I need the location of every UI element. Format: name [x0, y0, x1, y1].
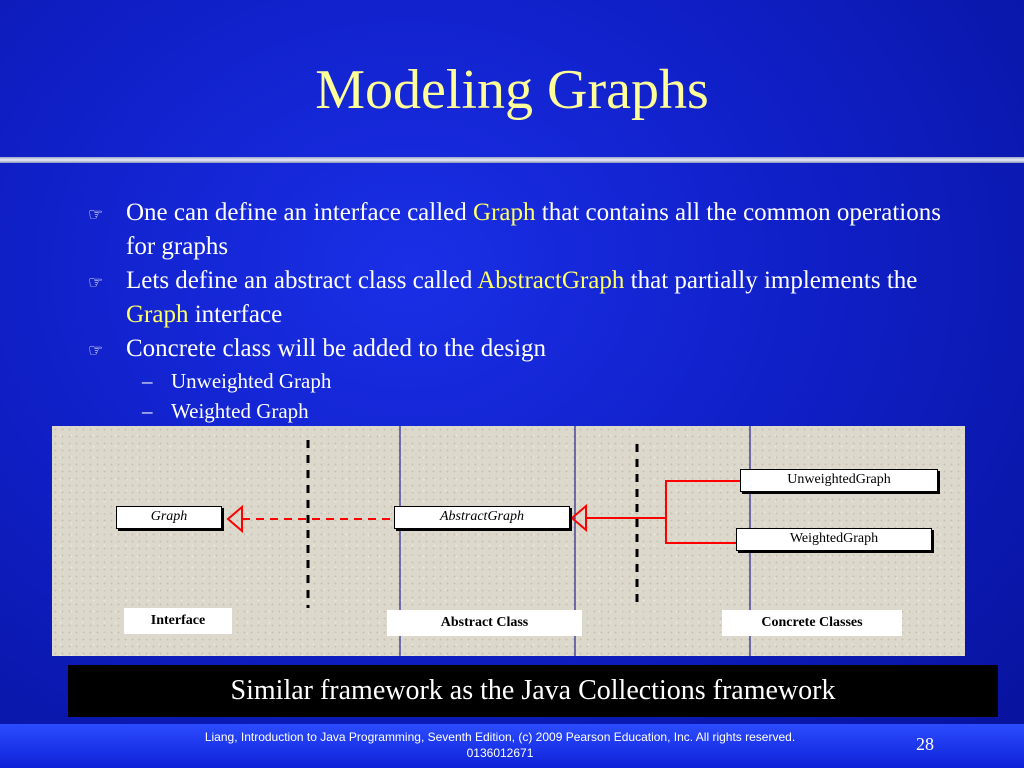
extends-line-weighted — [665, 518, 736, 544]
diagram-connectors — [226, 426, 751, 656]
sub-bullet-item: – Weighted Graph — [142, 399, 309, 423]
abstractgraph-box: AbstractGraph — [394, 506, 570, 529]
pointing-hand-icon: ☞ — [88, 341, 104, 360]
weightedgraph-box: WeightedGraph — [736, 528, 932, 551]
bullet-item: ☞ Lets define an abstract class called A… — [88, 267, 918, 328]
label-concrete-classes: Concrete Classes — [722, 610, 902, 636]
bullet-list: ☞ One can define an interface called Gra… — [86, 196, 966, 426]
highlight-graph: Graph — [473, 199, 536, 226]
title-divider — [0, 157, 1024, 163]
extends-line-unweighted — [665, 480, 740, 518]
class-diagram: Graph AbstractGraph UnweightedGraph Weig… — [52, 426, 965, 656]
pointing-hand-icon: ☞ — [88, 273, 104, 292]
footer-copyright: Liang, Introduction to Java Programming,… — [204, 730, 796, 760]
implements-arrowhead — [226, 504, 243, 534]
summary-banner: Similar framework as the Java Collection… — [68, 665, 998, 717]
unweightedgraph-box: UnweightedGraph — [740, 469, 938, 492]
footer-bar — [0, 724, 1024, 768]
sub-bullet-item: – Unweighted Graph — [142, 369, 332, 393]
label-interface: Interface — [124, 608, 232, 634]
bullet-item: ☞ Concrete class will be added to the de… — [86, 332, 966, 366]
slide-title: Modeling Graphs — [315, 59, 709, 121]
bullet-item: ☞ One can define an interface called Gra… — [88, 199, 941, 260]
page-number: 28 — [916, 734, 934, 754]
highlight-abstractgraph: AbstractGraph — [477, 267, 625, 294]
label-abstract-class: Abstract Class — [387, 610, 582, 636]
pointing-hand-icon: ☞ — [88, 205, 104, 224]
highlight-graph: Graph — [126, 301, 189, 328]
extends-arrowhead — [570, 503, 587, 533]
graph-interface-box: Graph — [116, 506, 222, 529]
